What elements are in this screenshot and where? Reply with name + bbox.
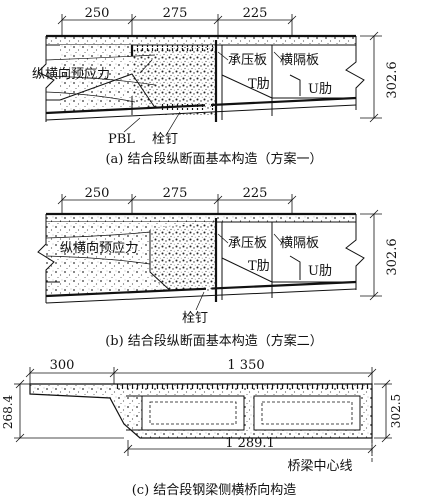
panel-a-label-bearing-plate: 承压板 — [228, 53, 267, 68]
panel-b-label-t-rib: T肋 — [248, 259, 270, 274]
panel-b-steel-plates — [206, 218, 273, 302]
panel-c-left-height-dimension — [14, 379, 124, 443]
panel-b-height-label: 302.6 — [385, 238, 400, 275]
panel-b-leader-bearing — [217, 233, 229, 244]
panel-c: 300 1 350 1 289.1 — [1, 358, 403, 498]
panel-c-caption: (c) 结合段钢梁侧横桥向构造 — [132, 482, 297, 498]
panel-b-label-u-rib: U肋 — [308, 264, 332, 279]
panel-a-label-pbl: PBL — [108, 132, 135, 147]
panel-c-top-dimension — [25, 367, 377, 386]
panel-c-left-height-label: 268.4 — [1, 394, 15, 429]
panel-a-leader-diaphragm — [273, 51, 283, 61]
panel-a-label-u-rib: U肋 — [308, 82, 332, 97]
panel-a-dense-concrete — [132, 45, 215, 115]
panel-b: 250 275 225 — [37, 186, 400, 349]
panel-a-steel-plates — [130, 40, 273, 122]
panel-b-caption: (b) 结合段纵断面基本构造（方案二） — [105, 333, 323, 349]
panel-b-leader-stud — [195, 291, 205, 311]
panel-a-tendons — [45, 54, 161, 116]
panel-a-top-dimension — [57, 14, 297, 36]
panel-a-top-flange — [46, 34, 356, 46]
panel-a-label-diaphragm: 横隔板 — [280, 53, 319, 68]
panel-b-top-dimension — [57, 194, 297, 214]
panel-a-ribs — [221, 74, 356, 99]
panel-b-dim-225: 225 — [243, 186, 268, 201]
panel-a-leader-bearing — [217, 51, 229, 61]
panel-c-dim-1289: 1 289.1 — [225, 436, 275, 451]
panel-b-label-prestress: 纵横向预应力 — [60, 240, 138, 256]
panel-a-break-lines — [37, 36, 365, 122]
panel-a-label-t-rib: T肋 — [248, 77, 270, 92]
panel-b-dense-concrete — [150, 222, 215, 294]
panel-c-box-cells — [126, 395, 361, 431]
panel-b-label-stud: 栓钉 — [182, 311, 208, 326]
panel-c-dim-300: 300 — [50, 358, 75, 373]
panel-b-height-dimension — [360, 209, 382, 301]
panel-a: 250 275 225 — [32, 6, 400, 167]
panel-c-centerline-label: 桥梁中心线 — [287, 459, 352, 474]
panel-a-height-label: 302.6 — [385, 61, 400, 98]
panel-c-dim-1350: 1 350 — [227, 358, 264, 373]
panel-b-label-diaphragm: 横隔板 — [280, 236, 319, 251]
panel-c-right-height-label: 302.5 — [389, 394, 403, 428]
panel-c-studs — [114, 384, 372, 389]
panel-a-dim-225: 225 — [243, 6, 268, 21]
panel-a-label-prestress: 纵横向预应力 — [32, 66, 110, 82]
panel-a-height-dimension — [360, 31, 382, 123]
panel-a-caption: (a) 结合段纵断面基本构造（方案一） — [105, 151, 322, 167]
panel-a-label-stud: 栓钉 — [152, 132, 178, 147]
panel-c-right-height-dimension — [374, 379, 392, 443]
panel-b-ribs — [221, 255, 356, 283]
panel-b-break-lines — [37, 214, 365, 303]
panel-a-leader-prestress — [139, 59, 153, 74]
panel-a-leader-stud — [167, 111, 181, 133]
panel-a-leader-pbl — [123, 117, 141, 133]
panel-b-label-bearing-plate: 承压板 — [228, 236, 267, 251]
panel-b-leader-diaphragm — [273, 233, 283, 244]
panel-a-dim-275: 275 — [163, 6, 188, 21]
panel-b-dim-275: 275 — [163, 186, 188, 201]
panel-b-bottom-flange — [45, 280, 357, 304]
panel-b-tendons — [45, 230, 176, 296]
panel-a-dim-250: 250 — [85, 6, 110, 21]
panel-a-studs — [134, 45, 214, 110]
panel-b-dim-250: 250 — [85, 186, 110, 201]
